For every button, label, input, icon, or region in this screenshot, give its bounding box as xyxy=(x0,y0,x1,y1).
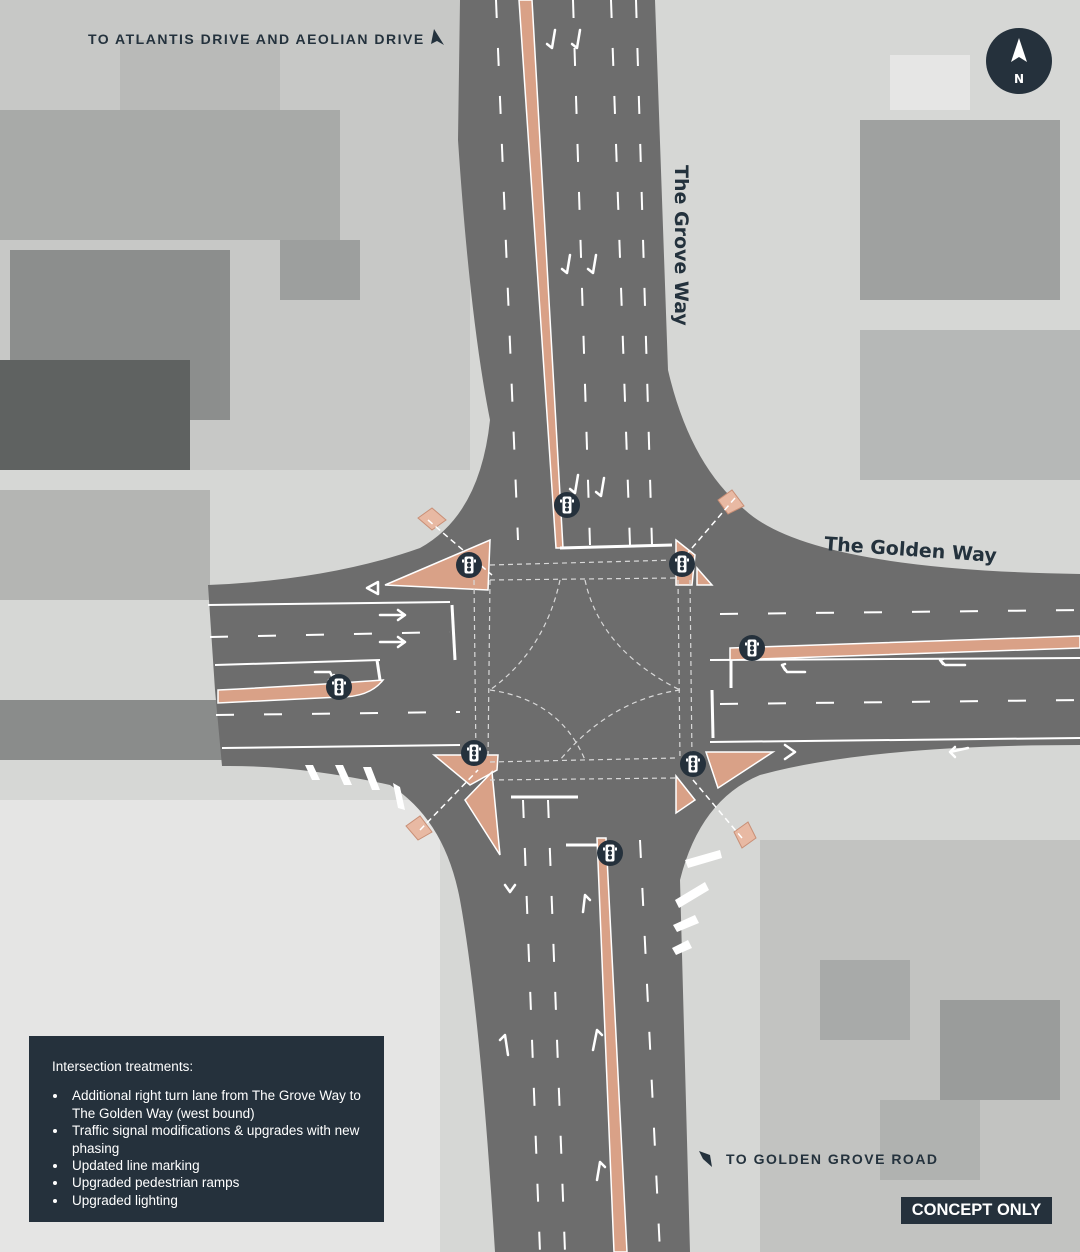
road-label-grove-way: The Grove Way xyxy=(670,165,692,326)
compass-letter: N xyxy=(1014,72,1024,86)
stop-lines xyxy=(375,543,733,847)
traffic-signal-icon xyxy=(461,740,487,766)
traffic-signal-icon xyxy=(669,551,695,577)
lane-markings xyxy=(209,0,1080,1252)
legend-panel: Intersection treatments: Additional righ… xyxy=(29,1036,384,1222)
road-edge-lines xyxy=(207,601,1080,749)
traffic-signal-icon xyxy=(326,674,352,700)
traffic-signal-icon xyxy=(739,635,765,661)
legend-list: Additional right turn lane from The Grov… xyxy=(52,1087,364,1209)
direction-arrow-icon xyxy=(699,1151,712,1167)
road-surface xyxy=(208,0,1080,1252)
compass-icon: N xyxy=(986,28,1052,94)
list-item: Upgraded lighting xyxy=(52,1192,364,1209)
legend-heading: Intersection treatments: xyxy=(52,1059,194,1074)
lane-arrows xyxy=(313,28,970,1182)
list-item: Additional right turn lane from The Grov… xyxy=(52,1087,364,1122)
traffic-signal-icon xyxy=(680,751,706,777)
intersection-guides xyxy=(473,559,693,781)
traffic-signal-icon xyxy=(554,492,580,518)
list-item: Updated line marking xyxy=(52,1157,364,1174)
concept-only-badge: CONCEPT ONLY xyxy=(901,1197,1052,1224)
list-item: Upgraded pedestrian ramps xyxy=(52,1174,364,1191)
destination-south-label: TO GOLDEN GROVE ROAD xyxy=(726,1151,939,1167)
traffic-signal-icon xyxy=(456,552,482,578)
chevron-markings xyxy=(305,765,722,955)
list-item: Traffic signal modifications & upgrades … xyxy=(52,1122,364,1157)
destination-north-label: TO ATLANTIS DRIVE AND AEOLIAN DRIVE xyxy=(88,31,425,47)
traffic-signal-icon xyxy=(597,840,623,866)
direction-arrow-icon xyxy=(431,29,444,45)
